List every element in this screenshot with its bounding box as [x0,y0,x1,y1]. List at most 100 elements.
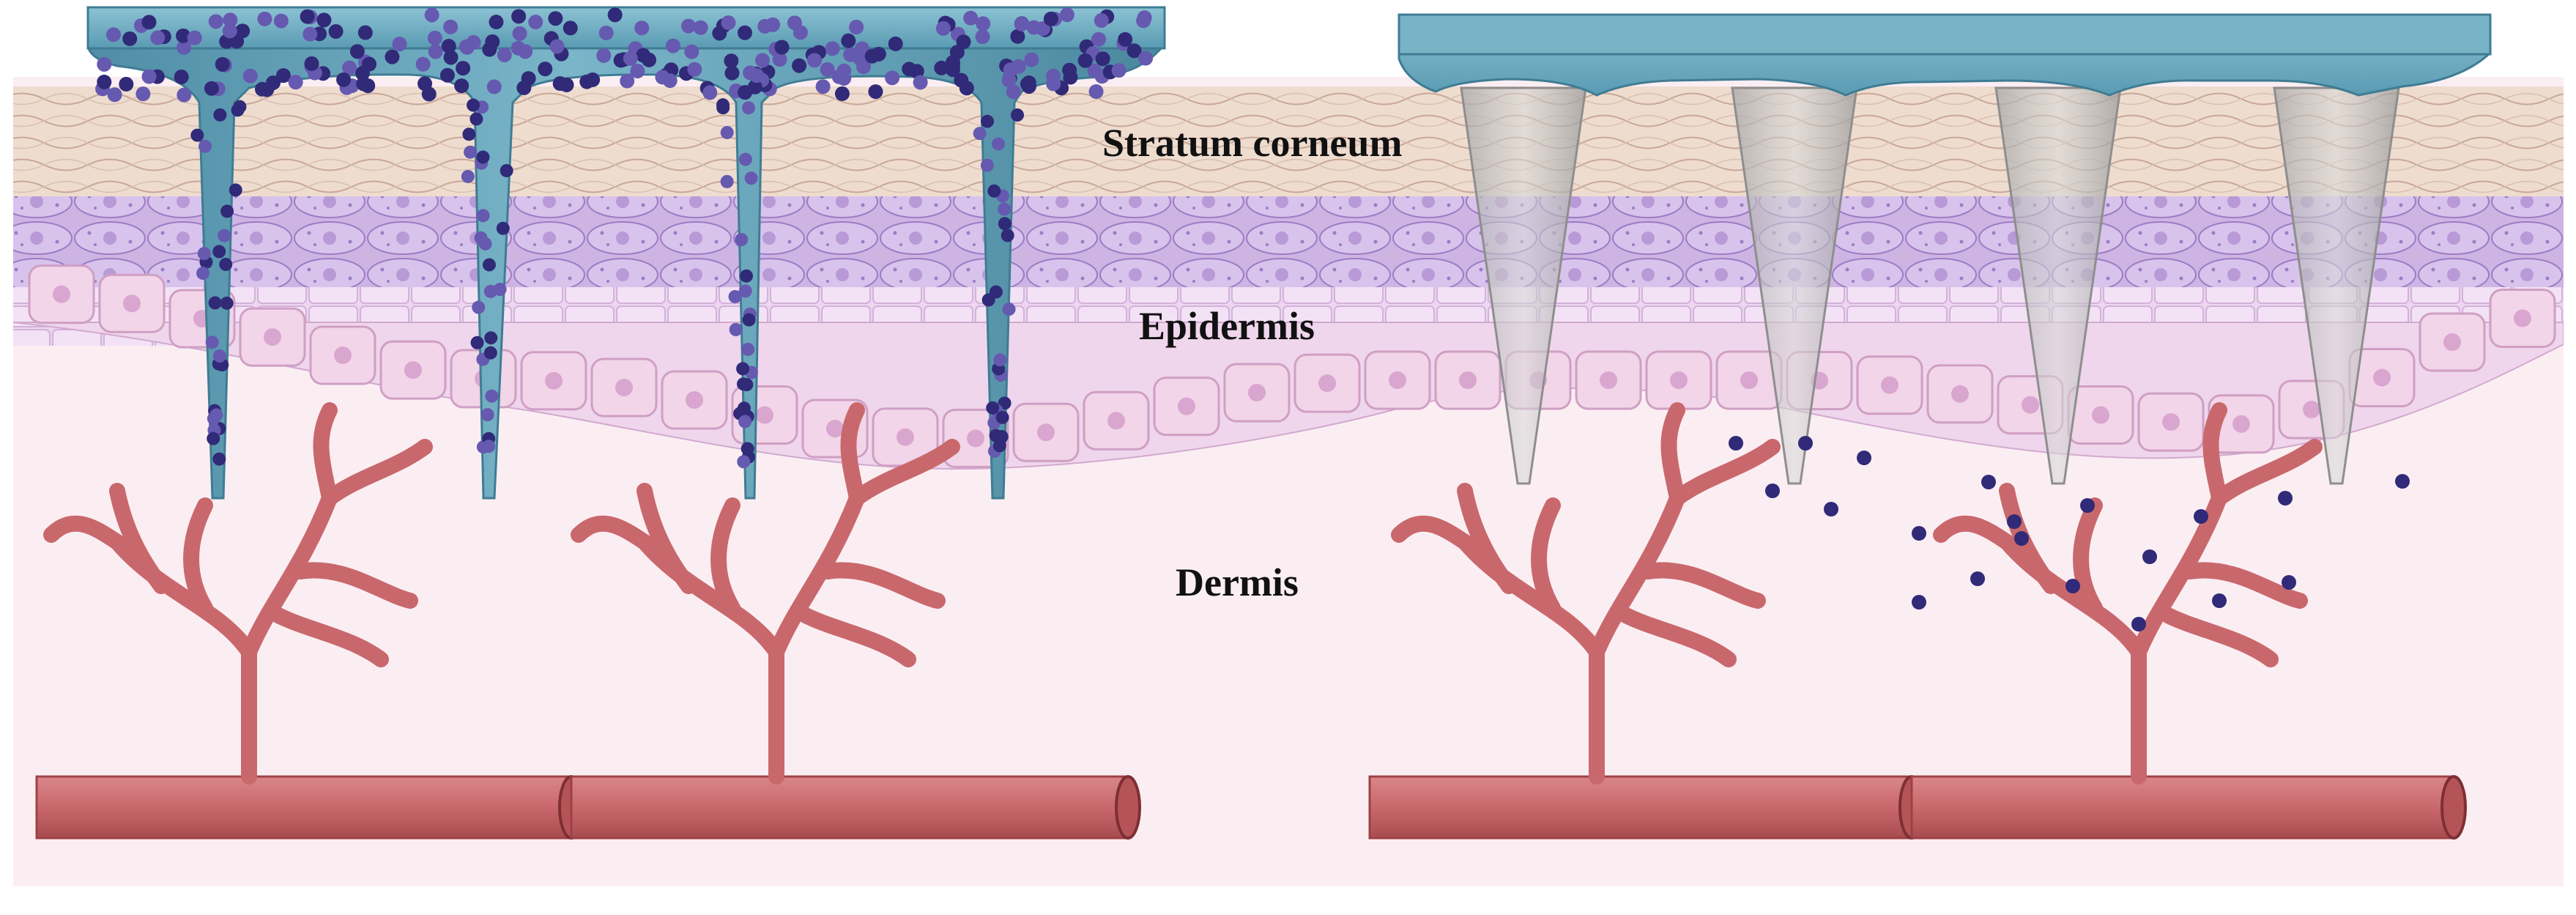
drug-particle [174,70,189,85]
drug-particle [472,300,486,314]
blood-vessel-segment [35,775,573,840]
basal-cell-nucleus [1318,374,1336,393]
drug-particle [724,65,740,81]
drug-particle [987,184,1001,198]
drug-particle [105,27,121,42]
drug-particle [223,12,238,28]
drug-particle [992,137,1006,151]
drug-particle [392,37,407,52]
drug-particle [443,19,459,34]
drug-particle [1043,11,1058,26]
basal-cell-nucleus [1178,397,1195,415]
drug-particle [212,349,226,363]
drug-particle [242,68,258,84]
drug-particle [721,15,736,31]
drug-particle [1026,20,1042,35]
drug-particle [212,245,226,259]
drug-particle [427,30,442,45]
drug-particle [476,209,490,223]
drug-particle [482,258,496,272]
capillary-branch [1589,490,1685,660]
drug-particle [229,34,245,49]
drug-particle [765,17,781,32]
drug-particle [512,26,527,41]
epidermis-label: Epidermis [1139,304,1315,348]
capillary-branch [2211,439,2323,506]
drug-particle [1003,62,1018,78]
drug-particle [482,440,496,453]
drug-particle [1014,16,1029,32]
drug-particle [738,284,752,298]
drug-particle [150,30,166,45]
released-drug-particle [1912,595,1926,610]
basal-cell-nucleus [334,346,352,364]
drug-particle [229,183,242,197]
drug-particle [443,50,459,65]
drug-particle [738,415,752,429]
drug-particle [212,452,226,466]
drug-particle [963,10,979,26]
drug-particle [511,9,527,24]
basal-cell-nucleus [2443,333,2461,351]
blood-vessel-segment [1910,775,2455,840]
drug-particle [712,26,727,41]
capillary-branch [2160,607,2279,667]
drug-particle [720,174,734,188]
drug-particle [176,28,191,43]
drug-particle [357,25,373,40]
drug-particle [747,79,762,95]
released-drug-particle [2142,549,2157,564]
capillary-branch [2182,562,2308,609]
drug-particle [483,284,497,298]
drug-particle [1006,84,1021,100]
capillary-branch [2202,402,2227,506]
drug-particle [233,100,247,114]
drug-particle [462,127,476,141]
basal-cell-nucleus [2022,396,2039,414]
drug-particle [662,73,678,89]
drug-particle [684,44,699,59]
drug-particle [623,51,638,66]
drug-particle [973,127,987,141]
basal-cell-nucleus [615,378,633,396]
basal-cell-nucleus [404,361,422,379]
drug-particle [934,60,949,75]
drug-particle [563,21,578,36]
drug-particle [336,72,352,87]
drug-particle [489,15,504,30]
drug-particle [122,31,138,46]
drug-particle [1137,10,1152,26]
drug-particle [1126,43,1142,59]
capillary-branch [109,483,169,594]
drug-particle [439,67,455,83]
drug-particle [1088,84,1104,100]
drug-particle [141,15,157,30]
drug-particle [620,73,635,89]
drug-particle [702,85,718,100]
basal-cell-nucleus [1881,376,1898,394]
drug-particle [642,52,657,67]
drug-particle [1091,32,1107,47]
drug-particle [177,87,192,103]
drug-particle [959,81,974,96]
drug-particles-in-needles [95,7,1154,469]
drug-particle [187,30,202,45]
blood-vessel-opening [2440,775,2467,840]
drug-particle [136,86,151,102]
drug-particle [362,56,377,72]
basal-cell-nucleus [686,391,703,410]
drug-particle [607,7,623,23]
drug-particle [205,336,219,349]
basal-cell-nucleus [1037,423,1055,442]
drug-particle [415,56,431,72]
released-drug-particle [2194,509,2208,524]
drug-particle [288,75,303,90]
capillary-branch [270,607,389,667]
drug-particle [598,25,614,40]
drug-particle [482,42,497,57]
blood-vessel-segment [1368,775,1913,840]
drug-particle [738,152,752,166]
capillary-branch-icon [43,402,2323,785]
drug-particle [548,11,563,26]
drug-particle [207,431,220,445]
